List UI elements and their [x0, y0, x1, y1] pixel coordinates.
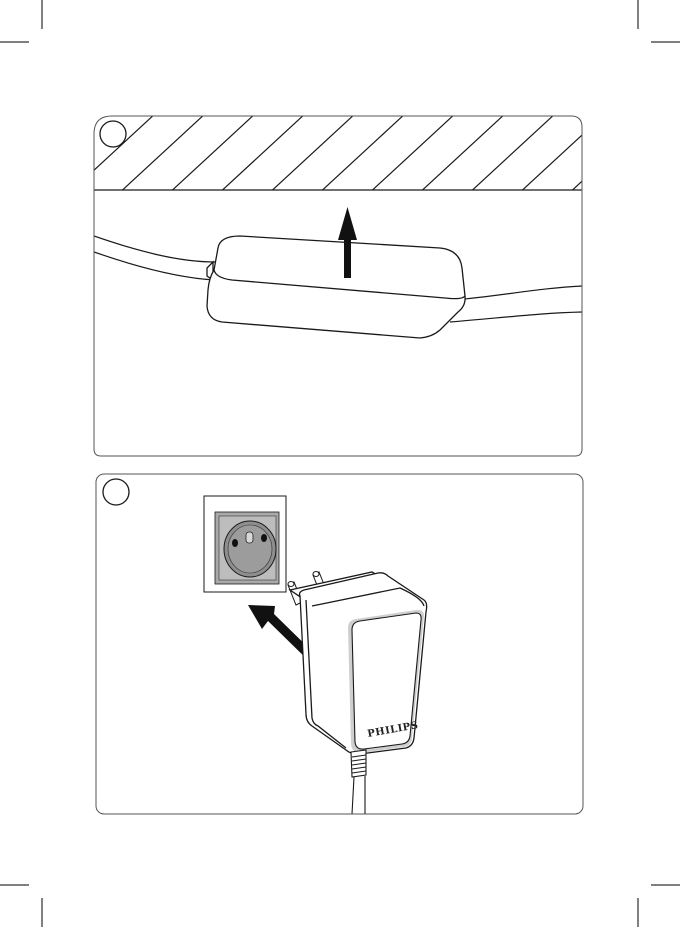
hatched-surface	[40, 100, 680, 220]
panel-1	[40, 100, 680, 456]
wall-socket	[204, 496, 286, 592]
adapter-cable	[351, 750, 366, 814]
panel-2: PHILIPS	[96, 474, 583, 814]
device-housing	[207, 236, 465, 338]
step-badge-2	[103, 479, 129, 505]
step-badge-1	[100, 121, 126, 147]
